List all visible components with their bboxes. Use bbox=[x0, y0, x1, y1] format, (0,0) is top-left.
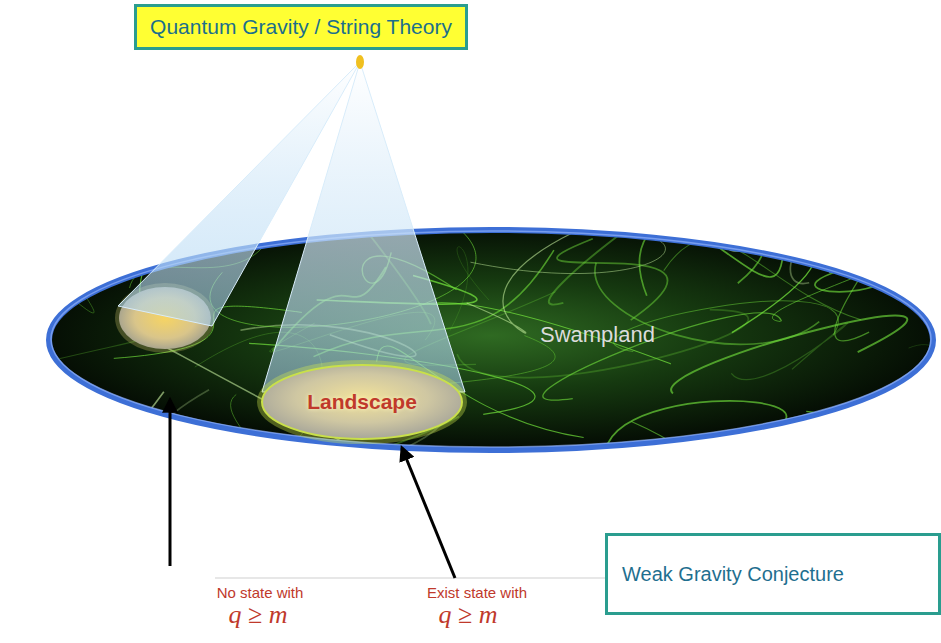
annotation-text: Exist state with bbox=[427, 584, 527, 601]
box-title: Quantum Gravity / String Theory bbox=[150, 15, 452, 39]
swirl-line bbox=[59, 243, 123, 313]
landscape-fill bbox=[262, 365, 462, 439]
swirl-line bbox=[731, 323, 847, 379]
swirl-line bbox=[82, 194, 161, 261]
annotation-text: No state with bbox=[217, 584, 304, 601]
theory-box: Quantum Gravity / String Theory bbox=[134, 4, 468, 50]
swirl-line bbox=[742, 440, 941, 520]
swirl-line bbox=[619, 190, 784, 277]
swirl-line bbox=[549, 184, 701, 305]
region-name: Swampland bbox=[540, 322, 655, 348]
swirl-line bbox=[740, 411, 863, 491]
pointer-arrow bbox=[169, 400, 172, 566]
swirl-line bbox=[457, 310, 748, 378]
source-dot bbox=[356, 55, 364, 69]
swirl-line bbox=[0, 405, 116, 477]
label-holder: No state with bbox=[217, 584, 304, 602]
swirl-line bbox=[423, 303, 671, 364]
swamp-illustration bbox=[0, 55, 941, 578]
region-name: Landscape bbox=[307, 390, 417, 414]
spotlight-beam bbox=[262, 62, 465, 392]
swirl-line bbox=[557, 239, 668, 320]
swirl-line bbox=[671, 316, 907, 394]
swampland-ellipse: SwamplandLandscape bbox=[45, 226, 937, 454]
label-holder: q ≥ m bbox=[228, 600, 287, 630]
separator-line bbox=[215, 578, 605, 579]
pointer-arrow bbox=[402, 448, 455, 578]
math-condition: q ≥ m bbox=[228, 600, 287, 630]
swirl-line bbox=[573, 221, 816, 333]
swirl-line bbox=[467, 232, 574, 333]
math-condition: q ≥ m bbox=[438, 600, 497, 630]
swamp-swirls bbox=[0, 162, 941, 523]
swirl-line bbox=[896, 162, 941, 280]
box-title: Weak Gravity Conjecture bbox=[622, 563, 844, 586]
label-holder: q ≥ m bbox=[438, 600, 497, 630]
conjecture-box: Weak Gravity Conjecture bbox=[605, 533, 941, 615]
landscape-glow bbox=[260, 363, 464, 441]
swampland-art bbox=[45, 226, 937, 454]
landscape-ellipse: Landscape bbox=[259, 362, 465, 442]
label-holder: Exist state with bbox=[427, 584, 527, 602]
